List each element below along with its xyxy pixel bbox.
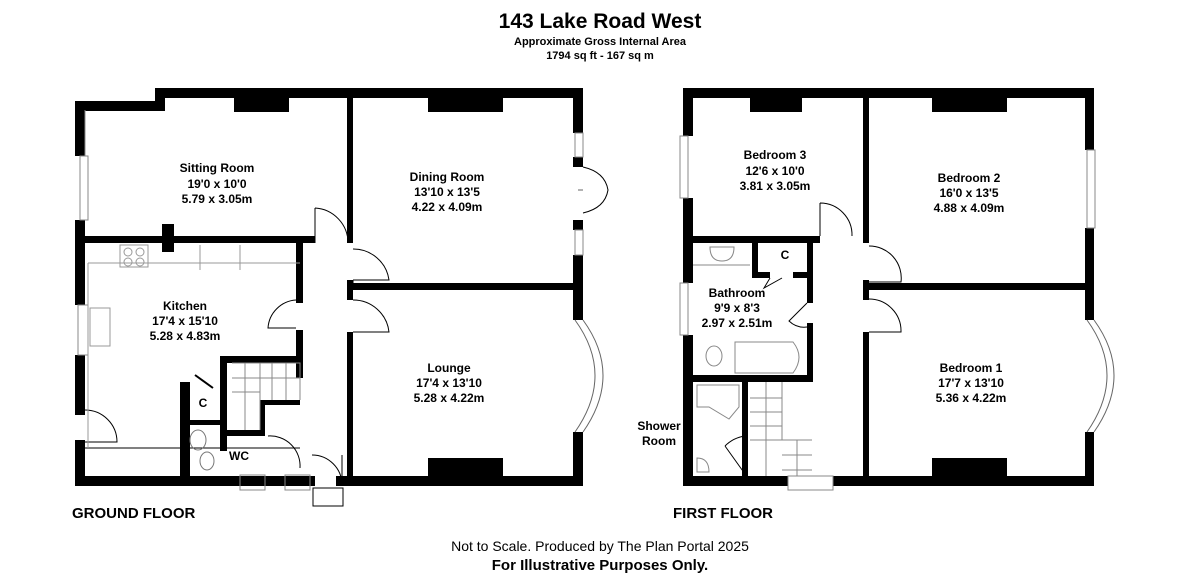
room-kitchen-name: Kitchen <box>163 299 207 313</box>
room-lounge-name: Lounge <box>427 361 471 375</box>
room-lounge-metric: 5.28 x 4.22m <box>414 391 485 405</box>
first-floor-fixtures <box>679 135 1115 491</box>
room-wc-label: WC <box>229 449 249 463</box>
room-bedroom-1-name: Bedroom 1 <box>940 361 1003 375</box>
footer-disclaimer: Not to Scale. Produced by The Plan Porta… <box>451 538 749 554</box>
room-bedroom-3-metric: 3.81 x 3.05m <box>740 179 811 193</box>
plan-title: 143 Lake Road West <box>498 10 702 33</box>
area-value: 1794 sq ft - 167 sq m <box>546 50 654 62</box>
room-dining-room-name: Dining Room <box>410 170 485 184</box>
room-shower-room-label-2: Room <box>642 434 676 448</box>
room-bathroom-imperial: 9'9 x 8'3 <box>714 301 760 315</box>
ground-floor-label: GROUND FLOOR <box>72 505 196 522</box>
room-cupboard-label: C <box>781 248 790 262</box>
room-bedroom-2-metric: 4.88 x 4.09m <box>934 201 1005 215</box>
room-bathroom-name: Bathroom <box>709 286 766 300</box>
ground-floor-walls <box>75 88 583 486</box>
ground-floor-labels: Sitting Room 19'0 x 10'0 5.79 x 3.05m Di… <box>150 161 485 463</box>
ground-floor-fixtures <box>77 110 609 507</box>
room-bedroom-2-name: Bedroom 2 <box>938 171 1001 185</box>
room-bedroom-3-imperial: 12'6 x 10'0 <box>745 164 804 178</box>
room-bedroom-2-imperial: 16'0 x 13'5 <box>939 186 998 200</box>
room-dining-room-metric: 4.22 x 4.09m <box>412 200 483 214</box>
room-cupboard-label: C <box>199 396 208 410</box>
room-sitting-room-imperial: 19'0 x 10'0 <box>187 177 246 191</box>
room-bedroom-1-imperial: 17'7 x 13'10 <box>938 376 1004 390</box>
first-floor-label: FIRST FLOOR <box>673 505 773 522</box>
footer-illustrative-note: For Illustrative Purposes Only. <box>491 557 709 574</box>
first-floor-walls <box>683 88 1094 486</box>
room-bathroom-metric: 2.97 x 2.51m <box>702 316 773 330</box>
room-bedroom-3-name: Bedroom 3 <box>744 148 807 162</box>
room-lounge-imperial: 17'4 x 13'10 <box>416 376 482 390</box>
room-kitchen-metric: 5.28 x 4.83m <box>150 329 221 343</box>
area-caption: Approximate Gross Internal Area <box>514 36 686 48</box>
room-bedroom-1-metric: 5.36 x 4.22m <box>936 391 1007 405</box>
room-sitting-room-name: Sitting Room <box>180 161 255 175</box>
room-kitchen-imperial: 17'4 x 15'10 <box>152 314 218 328</box>
first-floor-labels: Bedroom 3 12'6 x 10'0 3.81 x 3.05m Bedro… <box>637 148 1006 448</box>
room-sitting-room-metric: 5.79 x 3.05m <box>182 192 253 206</box>
room-dining-room-imperial: 13'10 x 13'5 <box>414 185 480 199</box>
room-shower-room-label: Shower <box>637 419 681 433</box>
